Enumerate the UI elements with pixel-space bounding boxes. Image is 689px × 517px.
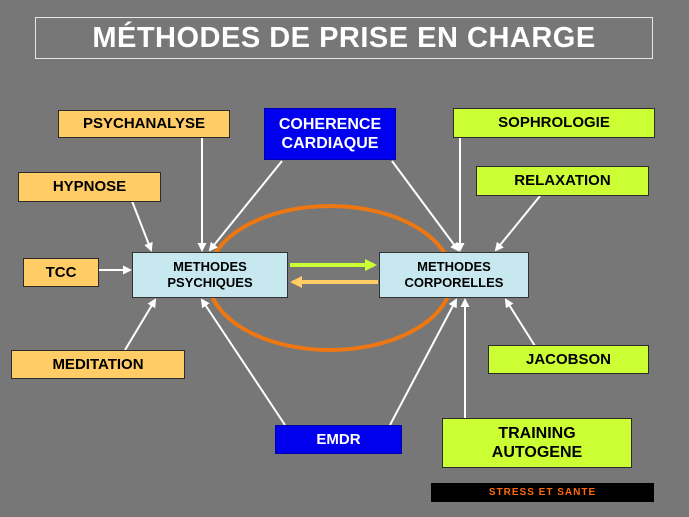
footer-banner: STRESS ET SANTE [431, 483, 654, 502]
arrow-coherence-corporelles [391, 160, 460, 252]
training-autogene-box: TRAINING AUTOGENE [442, 418, 632, 468]
jacobson-box: JACOBSON [488, 345, 649, 374]
emdr-box: EMDR [275, 425, 402, 454]
arrow-emdr-corporelles [389, 298, 457, 426]
arrow-coherence-psychiques [208, 160, 283, 252]
relaxation-box: RELAXATION [476, 166, 649, 196]
methodes-corporelles-box: METHODES CORPORELLES [379, 252, 529, 298]
arrow-relaxation [494, 195, 541, 252]
arrow-meditation [124, 298, 157, 351]
hypnose-box: HYPNOSE [18, 172, 161, 202]
arrow-hypnose [131, 200, 153, 252]
tcc-box: TCC [23, 258, 99, 287]
coherence-cardiaque-box: COHERENCE CARDIAQUE [264, 108, 396, 160]
arrow-jacobson [504, 298, 536, 347]
methodes-psychiques-box: METHODES PSYCHIQUES [132, 252, 288, 298]
sophrologie-box: SOPHROLOGIE [453, 108, 655, 138]
page-title: MÉTHODES DE PRISE EN CHARGE [35, 17, 653, 59]
meditation-box: MEDITATION [11, 350, 185, 379]
arrow-emdr-psychiques [200, 298, 286, 426]
psychanalyse-box: PSYCHANALYSE [58, 110, 230, 138]
